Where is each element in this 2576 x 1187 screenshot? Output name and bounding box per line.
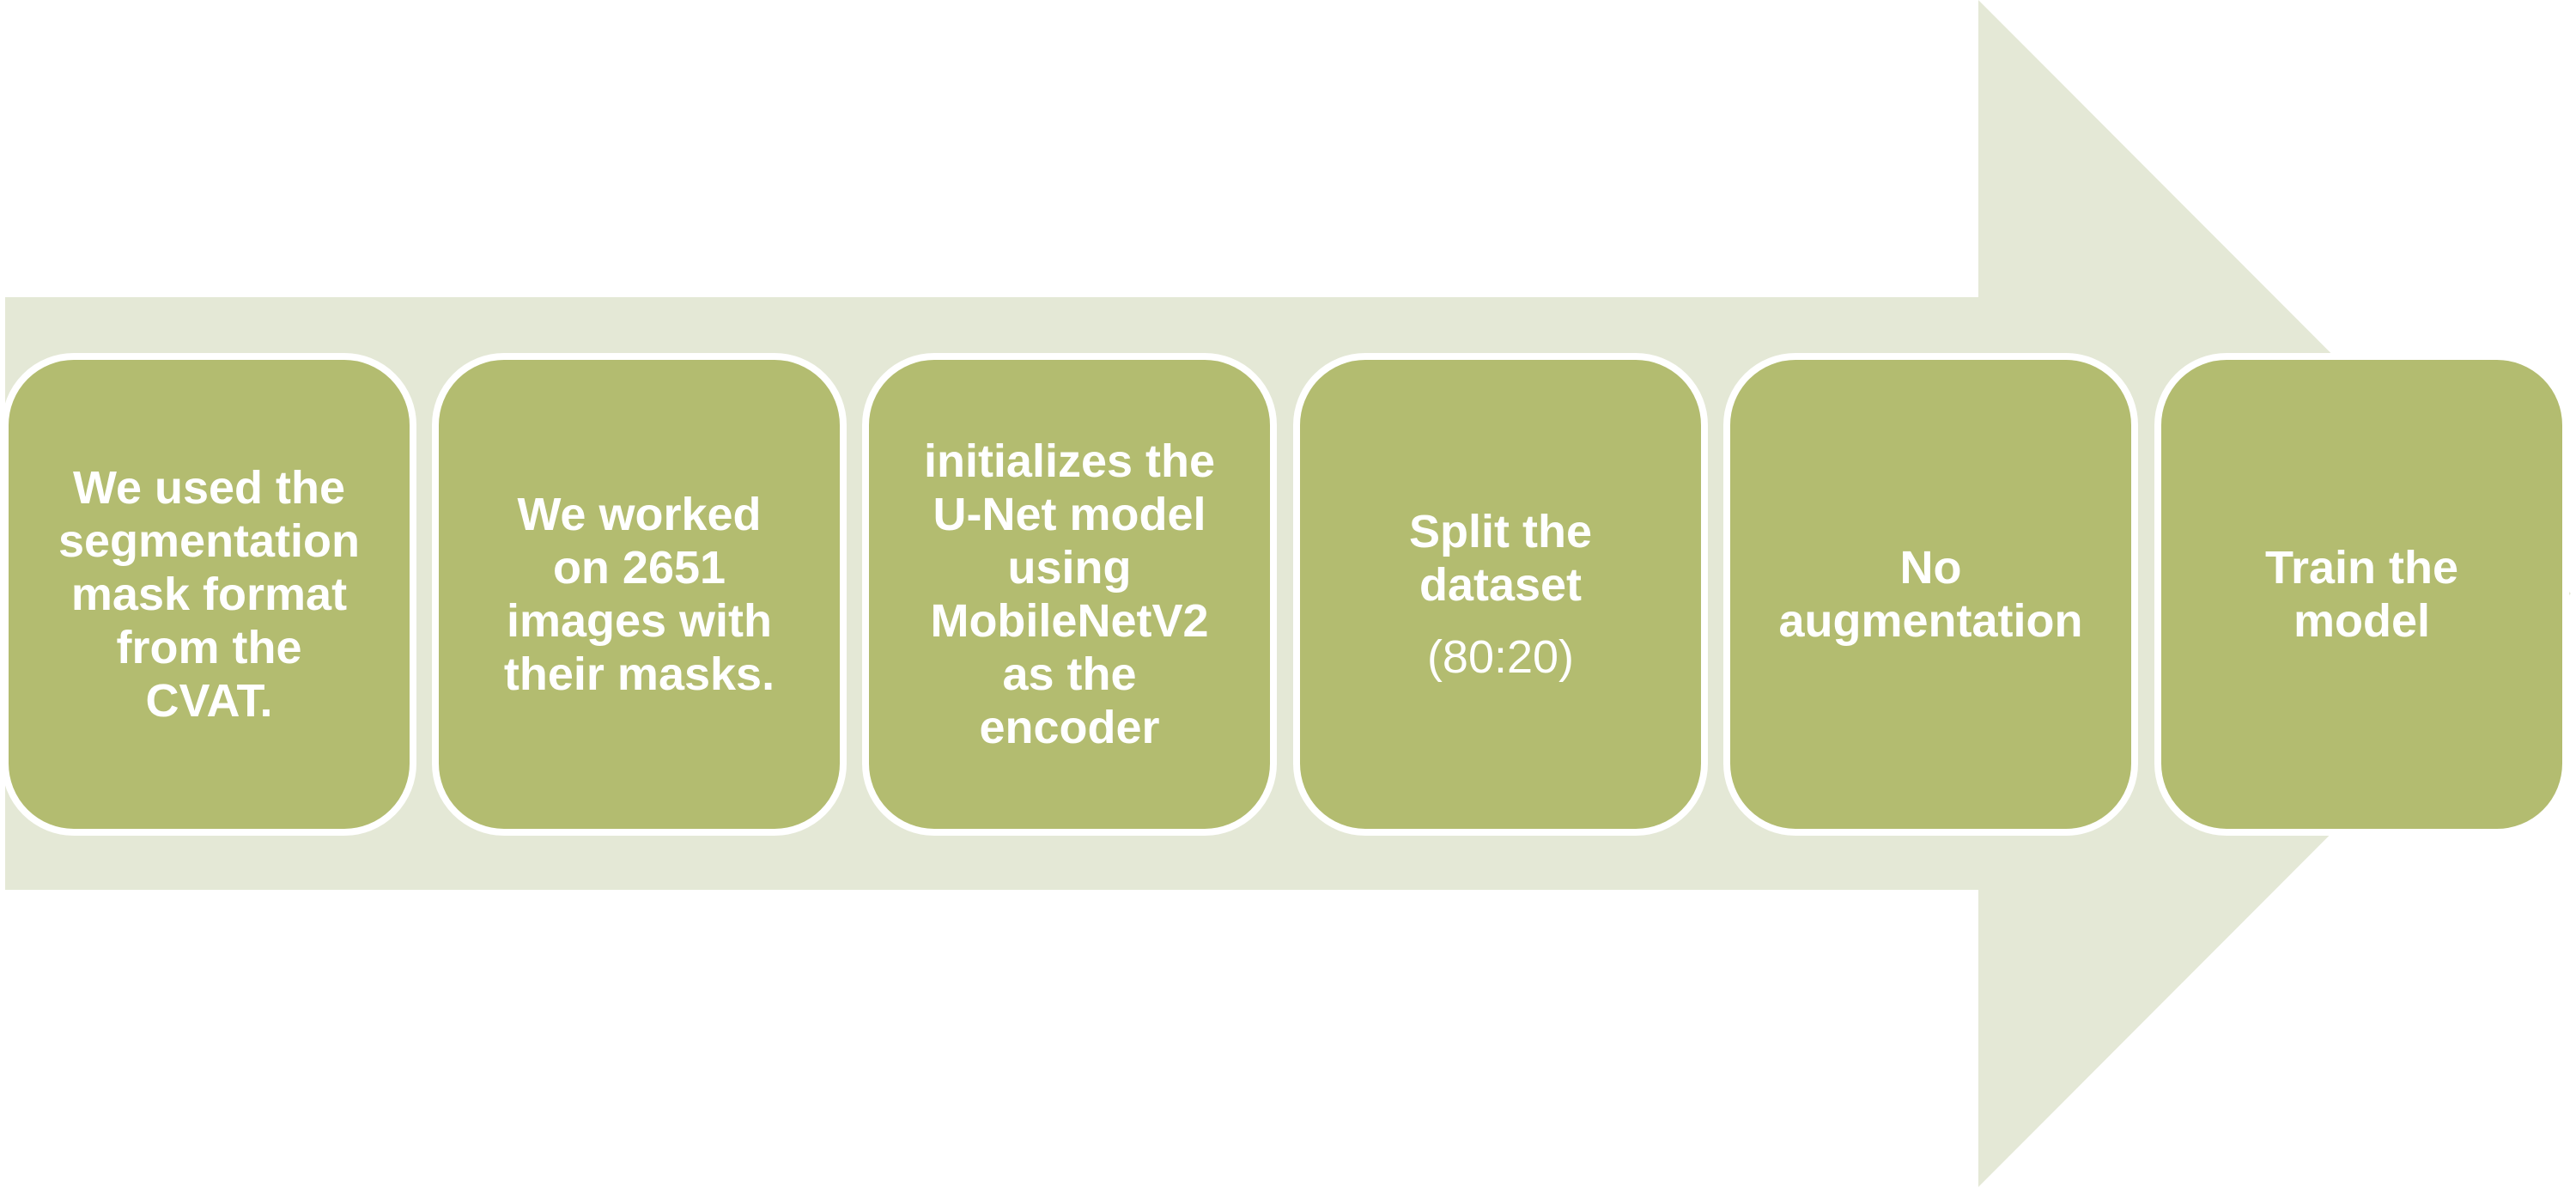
step-4-line: dataset [1419,559,1583,611]
step-3-line: initializes the [923,435,1216,487]
step-5-text: No augmentation [1763,541,2098,648]
step-1-line: We used the [72,462,346,514]
step-2-line: their masks. [503,648,775,700]
step-4-box: Split the dataset (80:20) [1293,353,1708,836]
step-3-line: using [1007,542,1132,594]
step-1-line: mask format [70,569,348,620]
step-4-ratio: (80:20) [1426,631,1575,683]
step-3-box: initializes the U-Net model using Mobile… [862,353,1277,836]
step-6-line: model [2293,595,2430,647]
step-3-line: as the [1002,648,1137,700]
step-4-line: Split the [1409,506,1592,557]
step-3-text: initializes the U-Net model using Mobile… [908,435,1230,754]
step-1-line: CVAT. [145,675,273,727]
step-3-line: MobileNetV2 [930,595,1209,647]
step-1-box: We used the segmentation mask format fro… [2,353,416,836]
step-2-line: We worked [517,489,762,540]
step-5-line: augmentation [1778,595,2083,647]
step-2-line: images with [506,595,773,647]
step-6-box: Train the model [2154,353,2569,836]
step-3-line: U-Net model [933,489,1206,540]
step-6-text: Train the model [2250,541,2474,648]
step-2-text: We worked on 2651 images with their mask… [489,488,790,701]
step-1-line: from the [116,622,302,673]
step-3-line: encoder [979,702,1160,753]
step-2-line: on 2651 [552,542,726,594]
step-1-line: segmentation [58,515,361,567]
step-6-line: Train the [2264,542,2459,594]
step-5-line: No [1899,542,1962,594]
step-5-box: No augmentation [1723,353,2138,836]
step-1-text: We used the segmentation mask format fro… [43,461,375,727]
step-2-box: We worked on 2651 images with their mask… [432,353,847,836]
step-4-text: Split the dataset (80:20) [1394,505,1607,684]
block-arrow-shape [5,0,2571,1187]
